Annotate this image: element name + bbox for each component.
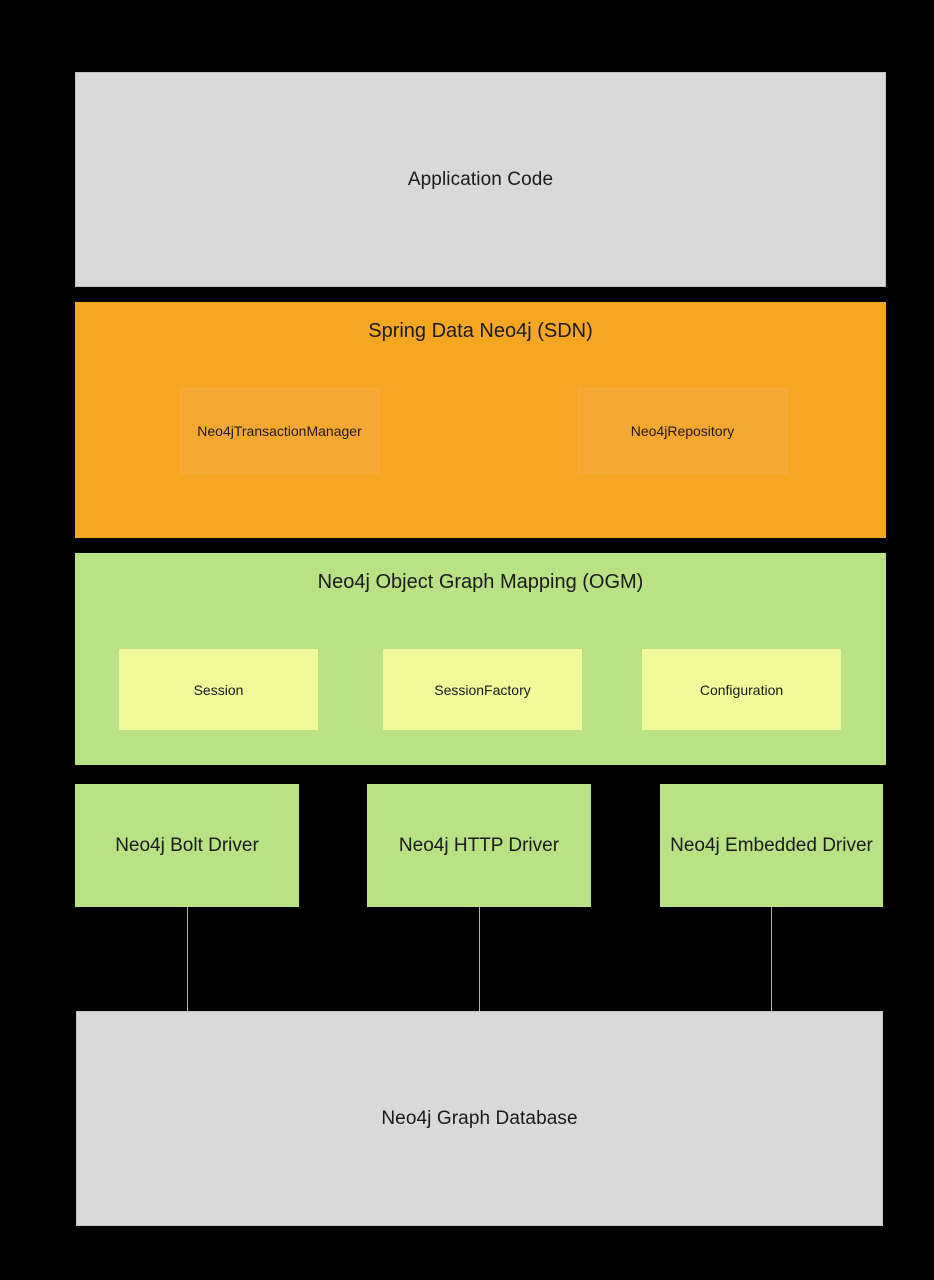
layer-spring-data-neo4j: Spring Data Neo4j (SDN) Neo4jTransaction… — [75, 302, 886, 538]
component-neo4j-transaction-manager-label: Neo4jTransactionManager — [197, 423, 362, 439]
layer-application-code-label: Application Code — [407, 168, 554, 190]
component-session-factory-label: SessionFactory — [434, 681, 531, 698]
connector-line-http-to-database — [479, 907, 480, 1011]
driver-embedded: Neo4j Embedded Driver — [660, 784, 883, 907]
component-session-factory: SessionFactory — [383, 649, 582, 730]
component-configuration-label: Configuration — [699, 681, 784, 698]
layer-spring-data-neo4j-title: Spring Data Neo4j (SDN) — [368, 320, 593, 342]
component-neo4j-transaction-manager: Neo4jTransactionManager — [180, 388, 379, 474]
layer-neo4j-ogm: Neo4j Object Graph Mapping (OGM) Session… — [75, 553, 886, 765]
component-session: Session — [119, 649, 318, 730]
connector-line-bolt-to-database — [187, 907, 188, 1011]
component-session-label: Session — [193, 681, 244, 698]
component-neo4j-repository: Neo4jRepository — [578, 388, 787, 474]
driver-http: Neo4j HTTP Driver — [367, 784, 591, 907]
driver-bolt: Neo4j Bolt Driver — [75, 784, 299, 907]
layer-neo4j-graph-database-label: Neo4j Graph Database — [381, 1107, 578, 1129]
driver-http-label: Neo4j HTTP Driver — [398, 834, 560, 856]
driver-bolt-label: Neo4j Bolt Driver — [115, 834, 259, 856]
driver-embedded-label: Neo4j Embedded Driver — [670, 834, 873, 856]
layer-application-code: Application Code — [75, 72, 886, 287]
layer-neo4j-ogm-title: Neo4j Object Graph Mapping (OGM) — [317, 571, 644, 593]
component-configuration: Configuration — [642, 649, 841, 730]
component-neo4j-repository-label: Neo4jRepository — [630, 423, 735, 439]
layer-neo4j-graph-database: Neo4j Graph Database — [76, 1011, 883, 1226]
connector-line-embedded-to-database — [771, 907, 772, 1011]
